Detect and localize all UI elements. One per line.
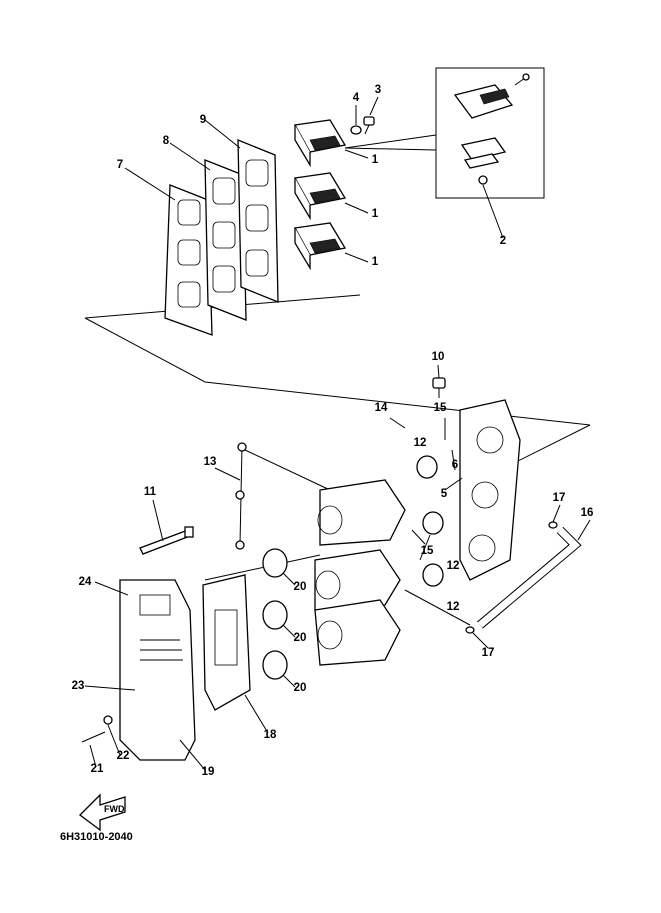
- washer-4: [350, 125, 362, 135]
- callouts: 1 1 1 2 3 4 5 6 7 8 9 10 11 12 12 12 13 …: [72, 84, 594, 778]
- screw-3: [363, 116, 375, 135]
- callout-17a: 17: [553, 492, 566, 504]
- clip-17a: [548, 521, 558, 529]
- washer-22: [103, 715, 113, 725]
- callout-22: 22: [117, 750, 130, 762]
- callout-2: 2: [500, 235, 506, 247]
- forward-direction-arrow: FWD: [79, 793, 126, 832]
- callout-3: 3: [375, 84, 381, 96]
- gasket-9: [237, 139, 279, 303]
- o-ring-12a: [416, 455, 438, 479]
- reed-valve-1b: [293, 172, 347, 221]
- gasket-20a: [262, 548, 288, 578]
- callout-11: 11: [144, 486, 157, 498]
- callout-7: 7: [117, 159, 123, 171]
- silencer-19: [119, 579, 196, 761]
- callout-4: 4: [353, 92, 360, 104]
- callout-20c: 20: [294, 682, 307, 694]
- callout-9: 9: [200, 114, 206, 126]
- bolt-10: [432, 377, 446, 398]
- callout-23: 23: [72, 680, 85, 692]
- callout-12c: 12: [447, 601, 460, 613]
- callout-24: 24: [79, 576, 92, 588]
- drawing-code: 6H31010-2040: [60, 831, 133, 843]
- upper-assembly-outline: [84, 294, 591, 426]
- leader-lines: [84, 96, 591, 771]
- callout-17b: 17: [482, 647, 495, 659]
- intake-manifold-5: [459, 399, 521, 581]
- callout-5: 5: [441, 488, 448, 500]
- fwd-label: FWD: [104, 804, 125, 814]
- callout-6: 6: [452, 459, 458, 471]
- callout-8: 8: [163, 135, 170, 147]
- callout-1b: 1: [372, 208, 379, 220]
- reed-valve-1a: [293, 119, 347, 168]
- gasket-18: [202, 574, 251, 711]
- callout-14: 14: [375, 402, 388, 414]
- hose-16: [477, 526, 582, 629]
- gasket-20c: [262, 650, 288, 680]
- o-ring-12b: [422, 511, 444, 535]
- callout-10: 10: [432, 351, 445, 363]
- screw-21: [81, 731, 106, 743]
- callout-20b: 20: [294, 632, 307, 644]
- clip-17b: [465, 626, 475, 634]
- bolt-11: [139, 526, 194, 555]
- callout-20a: 20: [294, 581, 307, 593]
- gasket-20b: [262, 600, 288, 630]
- callout-1a: 1: [372, 154, 379, 166]
- callout-12b: 12: [447, 560, 460, 572]
- reed-valve-detail-box: [344, 67, 545, 199]
- callout-16: 16: [581, 507, 594, 519]
- carburetor-assembly: [314, 479, 406, 666]
- gasket-8: [204, 159, 247, 321]
- callout-12a: 12: [414, 437, 427, 449]
- callout-21: 21: [91, 763, 104, 775]
- callout-1c: 1: [372, 256, 379, 268]
- callout-15a: 15: [434, 402, 447, 414]
- link-rod-13: [235, 442, 247, 550]
- gasket-7: [164, 184, 213, 336]
- fuel-hose-14: [397, 426, 441, 521]
- o-ring-12c: [422, 563, 444, 587]
- reed-valve-1c: [293, 222, 347, 271]
- callout-18: 18: [264, 729, 277, 741]
- callout-13: 13: [204, 456, 217, 468]
- callout-19: 19: [202, 766, 215, 778]
- callout-15b: 15: [421, 545, 434, 557]
